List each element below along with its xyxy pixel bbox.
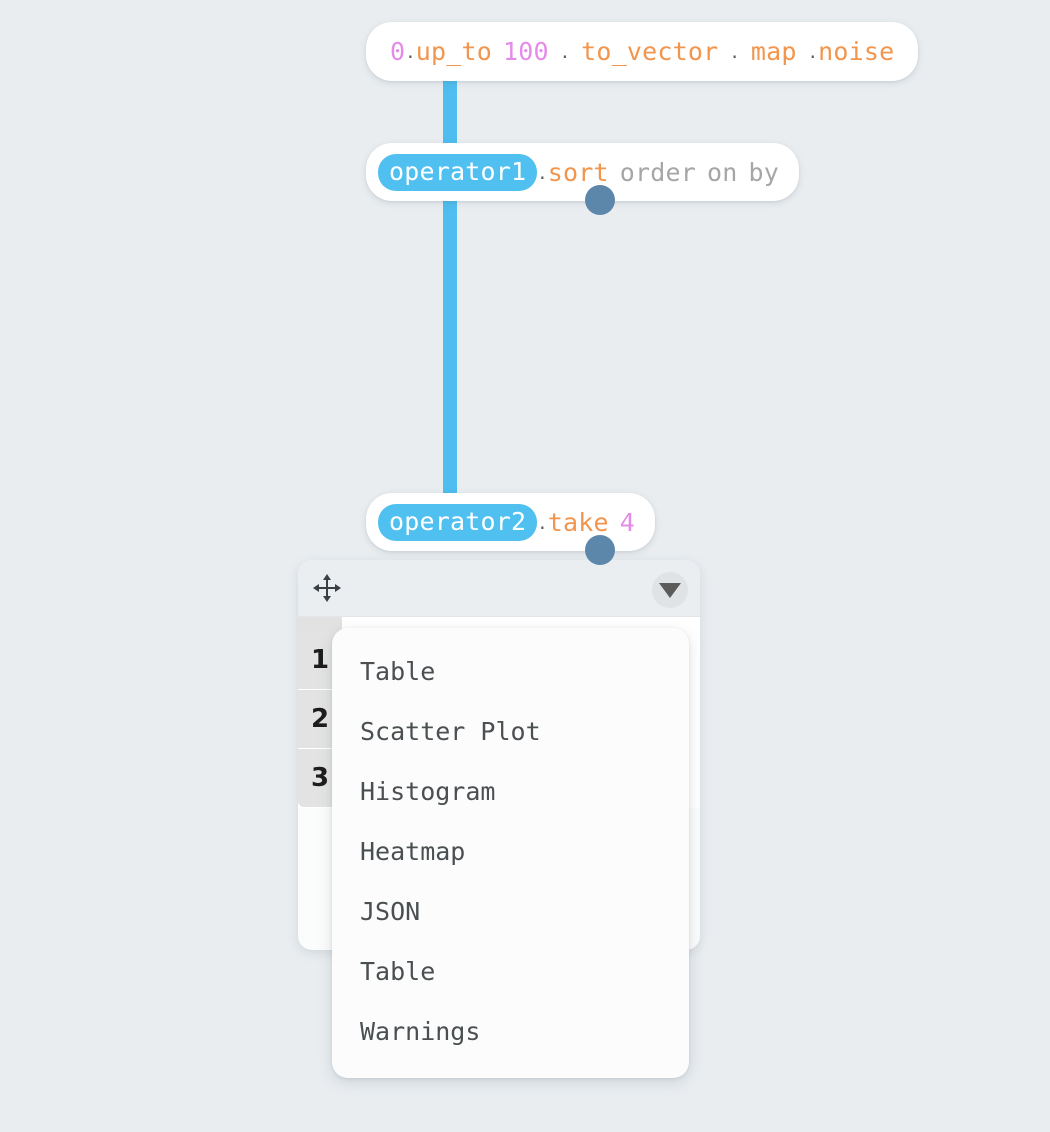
table-header-index-cell [298,617,342,631]
token-dot: . [729,43,740,63]
node-take-self-pill[interactable]: operator2 [378,503,538,541]
token-dot: . [559,43,571,63]
node-take-arg-count[interactable]: 4 [619,507,635,537]
menu-item-heatmap[interactable]: Heatmap [360,837,466,866]
table-header-row [298,617,700,631]
node-sort-self-pill[interactable]: operator1 [378,153,538,191]
token-number: 0 [390,37,406,66]
connector-sort-to-take [443,168,457,528]
token-dot: . [537,163,548,184]
menu-item-histogram[interactable]: Histogram [360,777,496,806]
menu-item-json[interactable]: JSON [360,897,421,926]
token-method: to_vector [581,37,719,66]
menu-item-table[interactable]: Table [360,657,436,686]
token-dot: . [807,43,819,63]
visualization-panel-header [298,560,700,617]
caret-down-icon [659,582,681,598]
node-sort-arg-by[interactable]: by [748,157,780,187]
menu-item-warnings[interactable]: Warnings [360,1017,481,1046]
node-sort-arg-order[interactable]: order [619,157,696,187]
node-sort-output-port[interactable] [585,185,615,215]
token-method: map [750,37,797,66]
menu-item-scatter-plot[interactable]: Scatter Plot [360,717,541,746]
token-method: up_to [415,37,492,66]
node-take-output-port[interactable] [585,535,615,565]
move-icon[interactable] [312,573,342,603]
visualization-type-dropdown-button[interactable] [652,572,688,608]
token-method: sort [547,157,609,187]
visualization-type-menu[interactable]: Table Scatter Plot Histogram Heatmap JSO… [332,628,689,1078]
token-method: take [547,507,609,537]
node-sort-arg-on[interactable]: on [706,157,738,187]
token-dot: . [537,513,548,534]
token-number: 100 [502,37,549,66]
menu-item-table-2[interactable]: Table [360,957,436,986]
node-take-expression-text: operator2.take 4 [378,503,635,541]
token-dot: . [405,43,416,63]
token-method: noise [818,37,895,66]
